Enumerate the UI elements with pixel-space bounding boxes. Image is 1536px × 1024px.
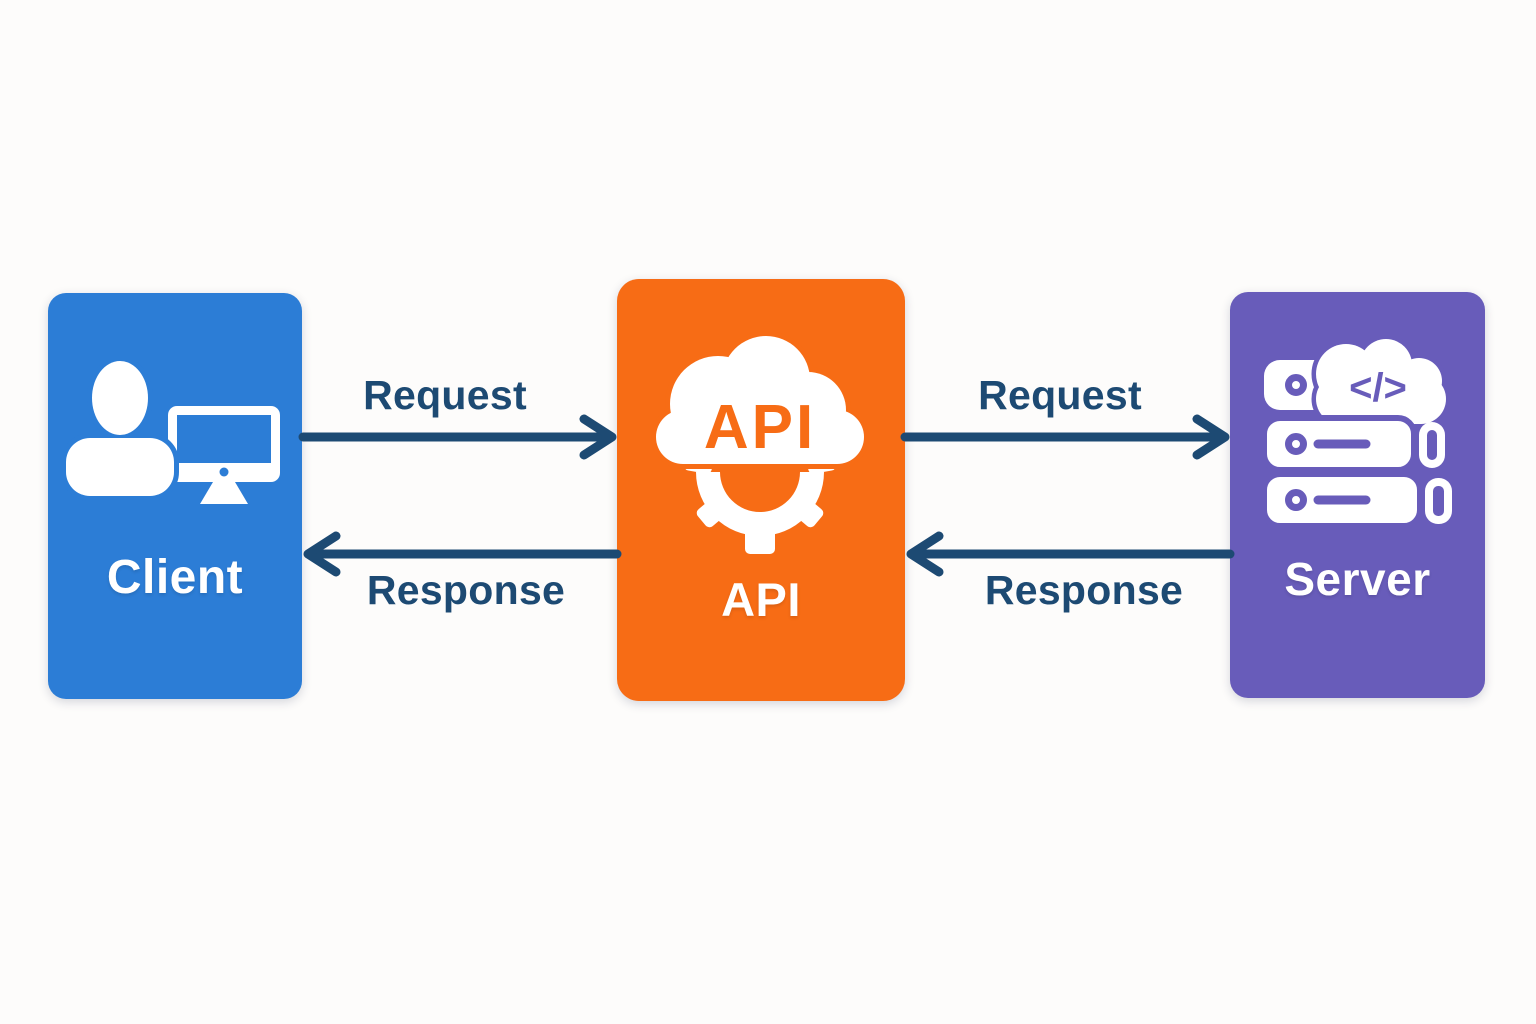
api-cloud-icon: API <box>651 331 869 469</box>
request-arrow-api-to-server <box>900 414 1230 460</box>
response-arrow-api-to-client <box>303 531 622 577</box>
api-cloud-text: API <box>704 393 816 462</box>
response-label-right: Response <box>984 567 1184 613</box>
api-cloud-gear-icon: API <box>651 331 869 554</box>
response-arrow-server-to-api <box>906 531 1235 577</box>
monitor-icon <box>168 406 280 504</box>
request-arrow-client-to-api <box>298 414 617 460</box>
server-stack-cloud-icon: </> <box>1261 338 1452 529</box>
server-node-label: Server <box>1284 553 1431 605</box>
user-with-monitor-icon <box>66 360 280 504</box>
api-node-label: API <box>721 573 801 626</box>
code-glyph: </> <box>1349 366 1407 410</box>
server-row <box>1261 471 1452 529</box>
person-icon <box>66 360 179 501</box>
server-row <box>1261 415 1445 473</box>
request-label-left: Request <box>363 372 527 418</box>
client-node-label: Client <box>106 551 244 604</box>
response-label-left: Response <box>366 567 566 613</box>
code-cloud-icon: </> <box>1311 338 1451 429</box>
request-label-right: Request <box>978 372 1142 418</box>
